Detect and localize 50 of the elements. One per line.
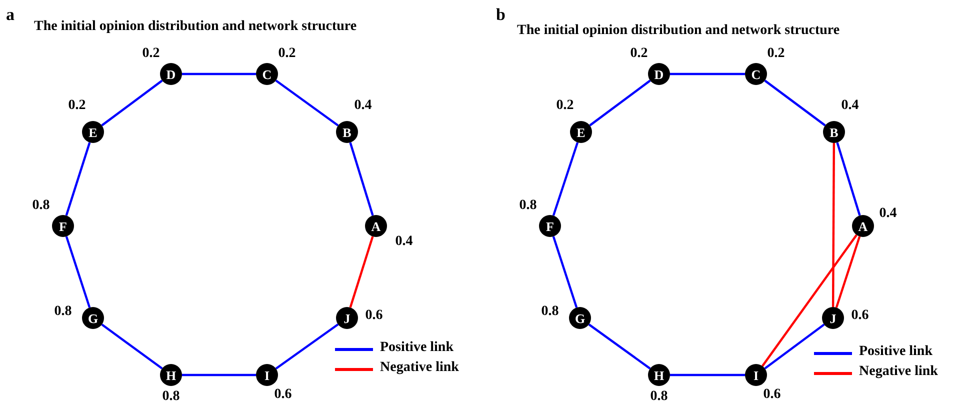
opinion-value: 0.4 (354, 99, 372, 113)
opinion-value: 0.8 (162, 390, 180, 404)
positive-link-line (65, 142, 91, 216)
positive-link-line (552, 142, 579, 216)
panel-title: The initial opinion distribution and network structure (34, 20, 357, 34)
opinion-value: 0.8 (519, 199, 537, 213)
positive-link-line (101, 324, 163, 370)
opinion-value: 0.2 (68, 99, 86, 113)
positive-link-line (670, 72, 745, 76)
opinion-value: 0.8 (32, 199, 50, 213)
opinion-value: 0.2 (767, 47, 785, 61)
positive-link-line (182, 72, 256, 76)
positive-link-line (836, 142, 861, 216)
legend-label: Negative link (859, 365, 938, 379)
opinion-value: 0.2 (556, 99, 574, 113)
positive-link-line (65, 236, 91, 308)
positive-link-line (764, 324, 825, 370)
panel-title: The initial opinion distribution and network structure (517, 24, 840, 38)
opinion-value: 0.6 (763, 388, 781, 402)
positive-link-line (588, 324, 651, 370)
opinion-value: 0.8 (54, 305, 72, 319)
negative-link-line (832, 143, 836, 307)
positive-link-line (275, 80, 339, 126)
positive-link-line (589, 80, 651, 126)
panel-letter: a (6, 6, 14, 23)
legend-label: Positive link (859, 345, 933, 359)
opinion-value: 0.8 (541, 305, 559, 319)
opinion-value: 0.4 (879, 207, 897, 221)
panel-letter: b (496, 6, 506, 23)
positive-link-line (349, 142, 374, 216)
opinion-value: 0.2 (278, 47, 296, 61)
positive-link-line (552, 236, 578, 308)
opinion-value: 0.8 (650, 390, 668, 404)
opinion-value: 0.6 (274, 388, 292, 402)
positive-link-line (670, 374, 745, 376)
opinion-value: 0.4 (395, 235, 413, 249)
opinion-value: 0.4 (841, 99, 859, 113)
legend-label: Negative link (380, 361, 459, 375)
positive-link-line (182, 374, 256, 376)
positive-link-line (275, 323, 339, 370)
negative-link-line (349, 236, 374, 308)
opinion-value: 0.6 (851, 309, 869, 323)
opinion-value: 0.2 (630, 47, 648, 61)
opinion-value: 0.2 (142, 47, 160, 61)
positive-link-line (764, 80, 826, 126)
negative-link-line (762, 234, 858, 367)
legend-label: Positive link (380, 341, 454, 355)
negative-link-line (835, 236, 861, 308)
positive-link-line (101, 80, 163, 126)
opinion-value: 0.6 (365, 309, 383, 323)
